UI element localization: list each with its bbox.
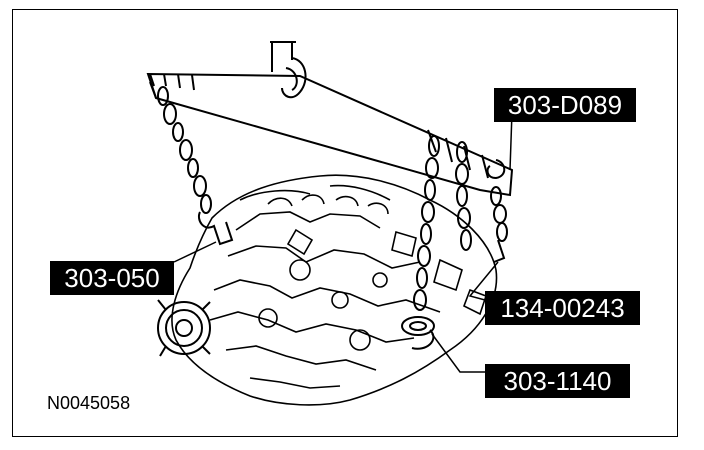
spreader-bar (146, 72, 514, 197)
crane-hook (270, 41, 307, 99)
callout-303-d089: 303-D089 (494, 88, 636, 122)
lifting-eye (401, 316, 435, 350)
engine-block (171, 174, 498, 406)
callout-303-050: 303-050 (50, 261, 174, 295)
figure-id: N0045058 (47, 393, 131, 413)
callout-134-00243: 134-00243 (485, 291, 640, 325)
callout-303-1140: 303-1140 (485, 364, 630, 398)
figure-frame (12, 9, 678, 437)
left-chain (157, 86, 234, 246)
crank-pulley (157, 299, 211, 357)
